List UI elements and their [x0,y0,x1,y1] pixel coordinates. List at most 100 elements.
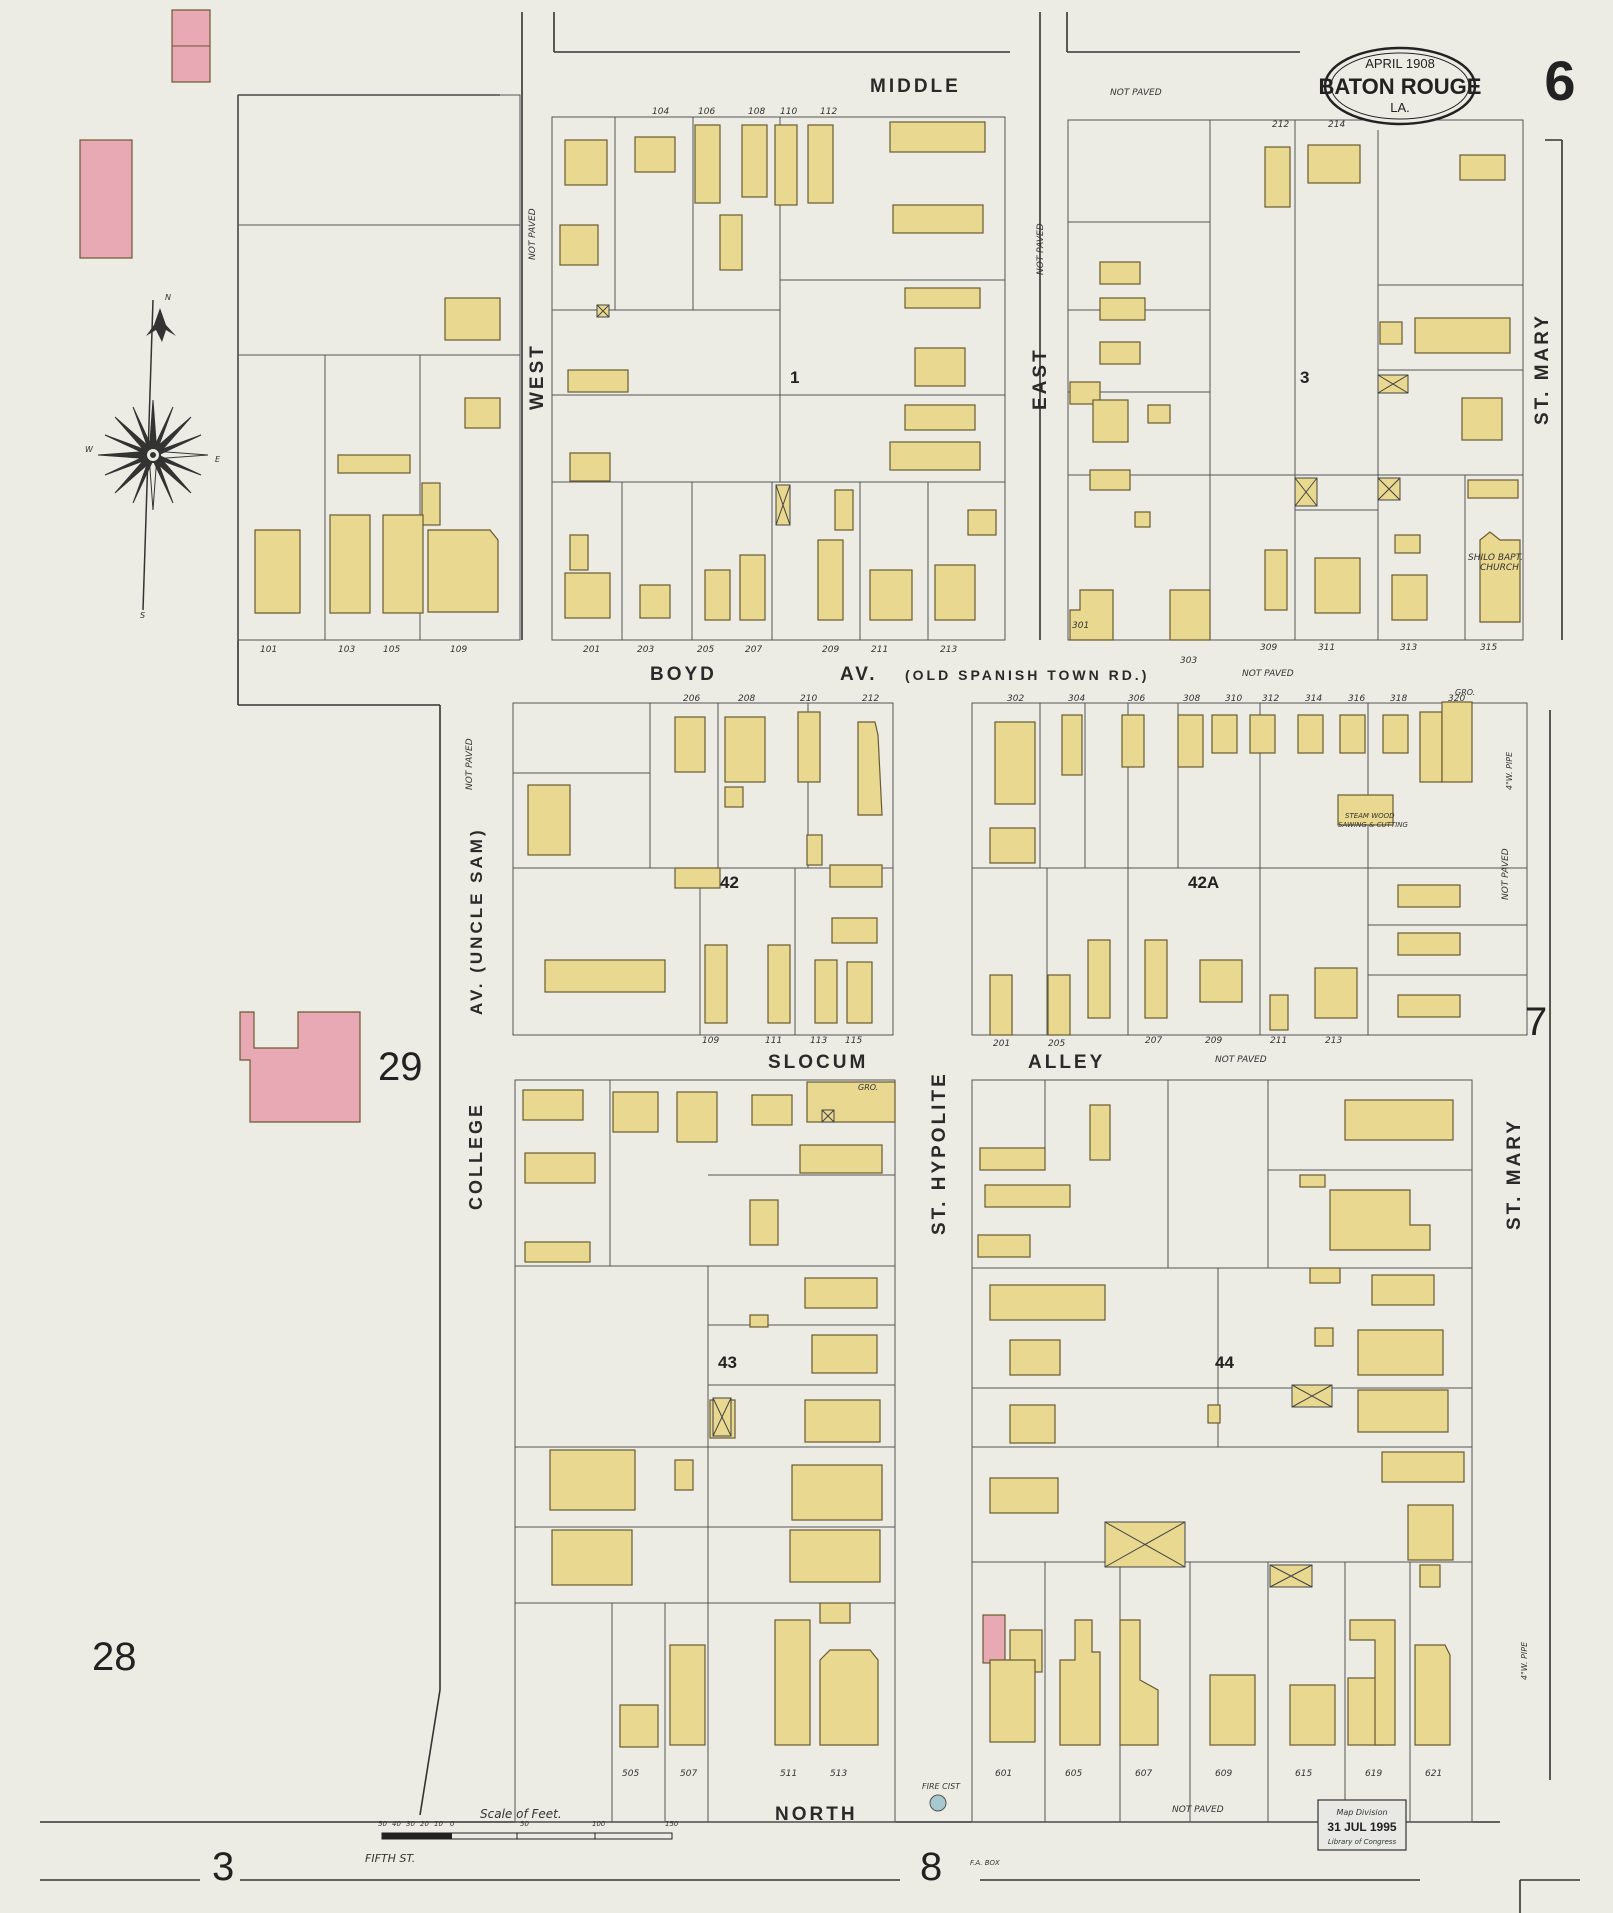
street-boyd: BOYD [650,664,717,685]
address: 203 [637,645,654,655]
block-44: 44 [1215,1353,1234,1372]
note-fire-cist: FIRE CIST [922,1782,961,1791]
address: 208 [738,694,755,704]
block-42a: 42A [1188,873,1219,892]
note-not-paved-4: NOT PAVED [1242,669,1294,679]
address: 302 [1007,694,1024,704]
street-west: WEST [527,343,548,410]
address: 605 [1065,1769,1082,1779]
address: 205 [1048,1039,1065,1049]
street-alley: ALLEY [1028,1052,1105,1073]
address: 209 [1205,1036,1222,1046]
address: 214 [1328,120,1345,130]
scale-bar: Scale of Feet. 50 40 30 20 10 0 50 100 1… [378,1807,679,1840]
street-college: COLLEGE [466,1102,486,1210]
street-boyd-av: AV. [840,664,878,685]
address: 210 [800,694,817,704]
address: 212 [862,694,879,704]
address: 505 [622,1769,639,1779]
address: 109 [702,1036,719,1046]
address: 308 [1183,694,1200,704]
address: 213 [940,645,957,655]
address: 212 [1272,120,1289,130]
title-date: APRIL 1908 [1365,56,1435,71]
address: 513 [830,1769,847,1779]
block-numbers: 1 3 42 42A 43 44 [718,368,1309,1372]
address: 106 [698,107,715,117]
address: 507 [680,1769,697,1779]
address: 211 [871,645,888,655]
note-steam-2: SAWING & CUTTING [1338,821,1409,829]
brick-buildings [79,9,1006,1664]
block-3: 3 [1300,368,1309,387]
address: 615 [1295,1769,1312,1779]
title-city: BATON ROUGE [1319,74,1482,99]
scale-tick: 50 [520,1820,529,1828]
compass-north: N [165,293,171,302]
address: 318 [1390,694,1407,704]
street-st-hypolite: ST. HYPOLITE [929,1071,950,1235]
address: 112 [820,107,837,117]
address: 113 [810,1036,827,1046]
compass-east: E [215,455,221,464]
note-pipe-1: 4"W. PIPE [1505,751,1514,790]
street-st-mary-bottom: ST. MARY [1504,1118,1525,1230]
street-st-mary-top: ST. MARY [1532,313,1553,425]
address: 301 [1072,621,1089,631]
address: 205 [697,645,714,655]
block-42: 42 [720,873,739,892]
block-43: 43 [718,1353,737,1372]
address: 213 [1325,1036,1342,1046]
address: 320 [1448,694,1465,704]
sheet-ref-7: 7 [1525,1000,1547,1044]
fire-cistern-marker [929,1794,947,1812]
note-not-paved-5: NOT PAVED [465,738,475,790]
street-fifth: FIFTH ST. [365,1852,415,1865]
address: 309 [1260,643,1277,653]
street-north: NORTH [775,1804,858,1825]
sheet-ref-28: 28 [92,1635,137,1679]
library-stamp: Map Division 31 JUL 1995 Library of Cong… [1317,1799,1407,1851]
stamp-line-2: 31 JUL 1995 [1327,1820,1396,1834]
scale-tick: 10 [434,1820,443,1828]
address: 310 [1225,694,1242,704]
address: 201 [583,645,600,655]
address: 304 [1068,694,1085,704]
adjacent-sheet-numbers: 29 28 7 3 8 [92,1000,1547,1889]
address: 209 [822,645,839,655]
address: 607 [1135,1769,1152,1779]
address: 511 [780,1769,797,1779]
note-not-paved-8: NOT PAVED [1172,1805,1224,1815]
note-not-paved-3: NOT PAVED [1036,223,1046,275]
note-grocer-1: GRO. [858,1083,878,1092]
address: 103 [338,645,355,655]
note-fa-box: F.A. BOX [970,1859,1000,1867]
address: 206 [683,694,700,704]
stamp-line-3: Library of Congress [1328,1838,1397,1846]
compass-rose: N S E W [85,293,221,620]
address: 111 [765,1036,782,1046]
address-numbers: 101 103 105 109 201 203 205 207 209 211 … [260,107,1497,1779]
note-church-2: CHURCH [1480,563,1519,573]
address: 311 [1318,643,1335,653]
address: 101 [260,645,277,655]
address: 110 [780,107,797,117]
address: 619 [1365,1769,1382,1779]
address: 303 [1180,656,1197,666]
shed-markers [596,304,1409,1588]
map-notes: NOT PAVED NOT PAVED NOT PAVED NOT PAVED … [465,88,1529,1867]
address: 211 [1270,1036,1287,1046]
scale-tick: 150 [665,1820,679,1828]
block-1: 1 [790,368,799,387]
sheet-ref-29: 29 [378,1045,423,1089]
scale-tick: 100 [592,1820,606,1828]
sheet-number: 6 [1544,49,1575,112]
stamp-line-1: Map Division [1336,1808,1387,1817]
note-pipe-2: 4"W. PIPE [1520,1641,1529,1680]
address: 109 [450,645,467,655]
compass-west: W [85,445,94,454]
address: 201 [993,1039,1010,1049]
note-not-paved-2: NOT PAVED [528,208,538,260]
